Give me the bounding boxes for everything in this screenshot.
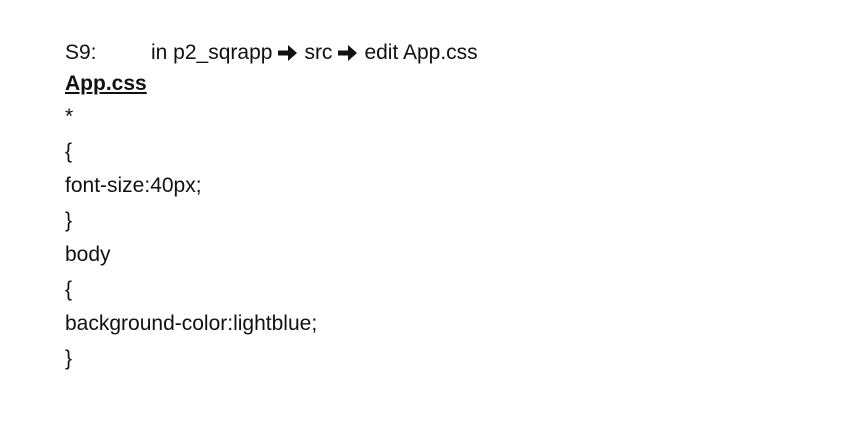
step-label: S9: [65, 41, 97, 64]
file-heading: App.css [65, 72, 147, 95]
code-line: { [65, 139, 73, 163]
path-folder: in p2_sqrapp [151, 41, 273, 64]
code-line: } [65, 346, 73, 370]
path-action: edit App.css [364, 41, 478, 64]
code-block: * { font-size:40px; } body { background-… [65, 100, 845, 376]
code-line: background-color:lightblue; [65, 312, 318, 335]
code-line: body [65, 243, 111, 266]
code-line: * [65, 105, 74, 128]
right-arrow-icon [278, 44, 298, 62]
path-src: src [304, 41, 333, 64]
code-line: font-size:40px; [65, 174, 202, 197]
code-line: } [65, 208, 73, 232]
step-instruction: S9: in p2_sqrapp src edit App.css [65, 36, 845, 70]
right-arrow-icon [338, 44, 358, 62]
document-body: S9: in p2_sqrapp src edit App.css App.cs… [65, 36, 845, 376]
code-line: { [65, 277, 73, 301]
